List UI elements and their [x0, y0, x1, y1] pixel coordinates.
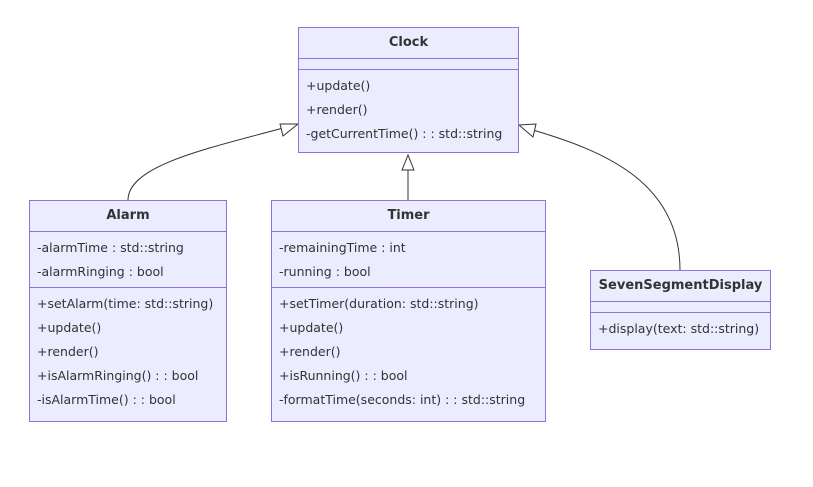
- class-seven-segment-display-name: SevenSegmentDisplay: [598, 278, 763, 293]
- class-seven-segment-display-attributes: [591, 301, 770, 312]
- attribute-remaining-time: -remainingTime : int: [279, 240, 406, 255]
- class-timer[interactable]: Timer -remainingTime : int -running : bo…: [271, 200, 546, 422]
- inheritance-arrowhead-timer: [401, 153, 415, 171]
- class-seven-segment-display-methods: +display(text: std::string): [591, 312, 770, 344]
- class-timer-name: Timer: [387, 208, 430, 223]
- attribute-running: -running : bool: [279, 264, 371, 279]
- method-update: +update(): [279, 320, 344, 335]
- method-set-alarm: +setAlarm(time: std::string): [37, 296, 214, 311]
- method-format-time: -formatTime(seconds: int) : : std::strin…: [279, 392, 526, 407]
- method-update: +update(): [37, 320, 102, 335]
- class-clock-attributes: [299, 58, 518, 69]
- class-timer-attributes: -remainingTime : int -running : bool: [272, 231, 545, 287]
- class-clock[interactable]: Clock +update() +render() -getCurrentTim…: [298, 27, 519, 153]
- method-display: +display(text: std::string): [598, 321, 760, 336]
- class-alarm-methods: +setAlarm(time: std::string) +update() +…: [30, 287, 226, 415]
- method-update: +update(): [306, 78, 371, 93]
- method-is-running: +isRunning() : : bool: [279, 368, 408, 383]
- method-is-alarm-time: -isAlarmTime() : : bool: [37, 392, 176, 407]
- inheritance-arrowhead-sevensegment: [517, 123, 537, 138]
- method-render: +render(): [306, 102, 368, 117]
- class-alarm-name: Alarm: [106, 208, 150, 223]
- attribute-alarm-ringing: -alarmRinging : bool: [37, 264, 164, 279]
- method-render: +render(): [279, 344, 341, 359]
- edge-sevensegment-to-clock: [532, 129, 681, 271]
- method-render: +render(): [37, 344, 99, 359]
- attribute-alarm-time: -alarmTime : std::string: [37, 240, 184, 255]
- class-clock-methods: +update() +render() -getCurrentTime() : …: [299, 69, 518, 149]
- edge-alarm-to-clock: [127, 127, 284, 201]
- class-timer-methods: +setTimer(duration: std::string) +update…: [272, 287, 545, 415]
- class-seven-segment-display[interactable]: SevenSegmentDisplay +display(text: std::…: [590, 270, 771, 350]
- class-clock-name: Clock: [388, 35, 429, 50]
- method-is-alarm-ringing: +isAlarmRinging() : : bool: [37, 368, 199, 383]
- method-set-timer: +setTimer(duration: std::string): [279, 296, 479, 311]
- inheritance-arrowhead-alarm: [279, 123, 300, 137]
- class-alarm-attributes: -alarmTime : std::string -alarmRinging :…: [30, 231, 226, 287]
- method-get-current-time: -getCurrentTime() : : std::string: [306, 126, 503, 141]
- class-alarm[interactable]: Alarm -alarmTime : std::string -alarmRin…: [29, 200, 227, 422]
